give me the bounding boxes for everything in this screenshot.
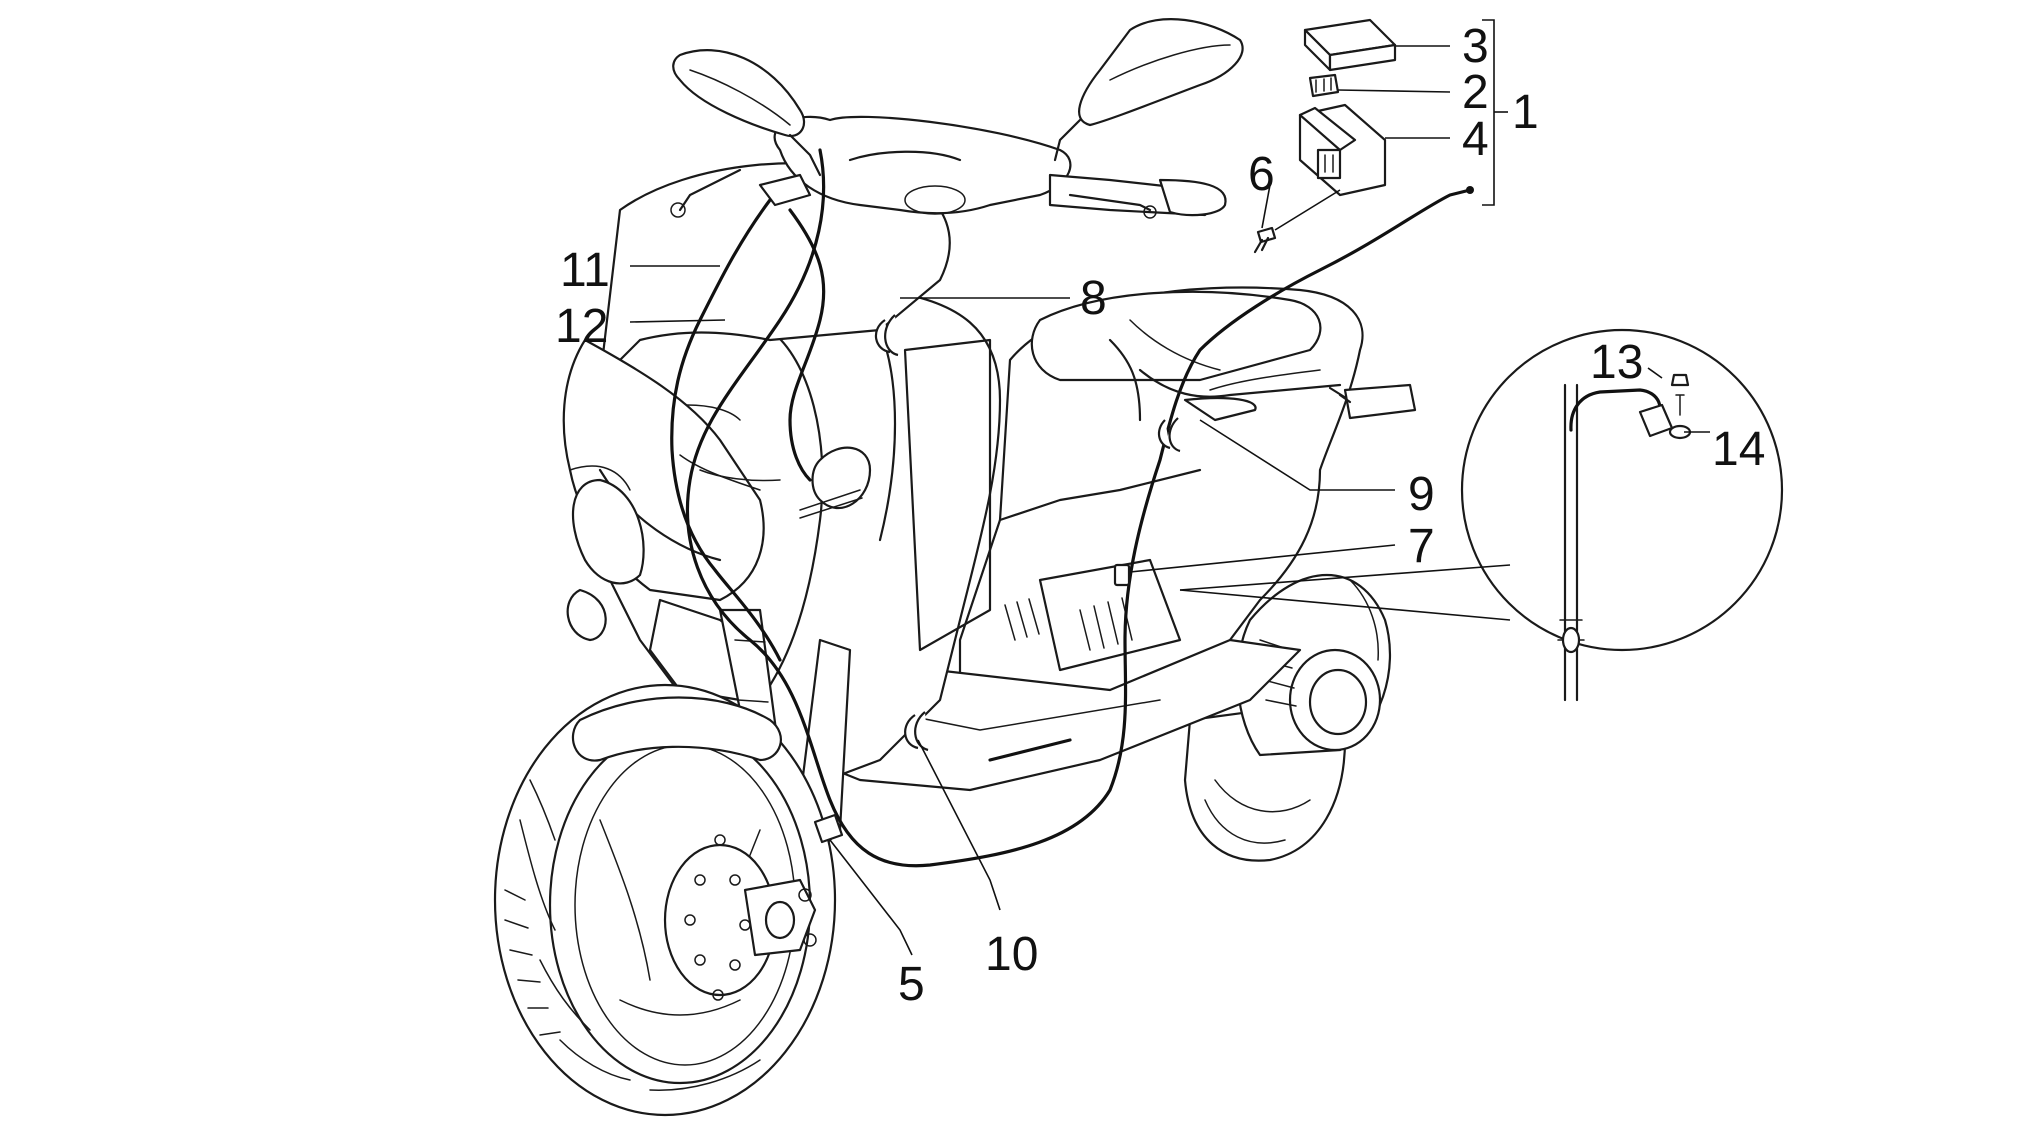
detail-inset xyxy=(1460,328,1784,702)
headlight-cluster xyxy=(566,465,762,702)
callout-8: 8 xyxy=(1080,272,1107,325)
callout-5: 5 xyxy=(898,958,925,1011)
callout-12: 12 xyxy=(555,300,608,353)
cable-end-actuator xyxy=(1328,383,1417,420)
callout-10: 10 xyxy=(985,928,1038,981)
callout-13: 13 xyxy=(1590,336,1643,389)
part-4-fuse-box xyxy=(1298,103,1387,197)
callout-6: 6 xyxy=(1248,148,1275,201)
cable-routing xyxy=(670,148,1472,868)
callout-3: 3 xyxy=(1462,20,1489,73)
part-3-cover xyxy=(1303,18,1397,72)
callout-1: 1 xyxy=(1512,86,1539,139)
callout-11: 11 xyxy=(560,244,610,297)
leader-lines xyxy=(629,19,1710,956)
part-2-fuse xyxy=(1308,73,1340,98)
callout-2: 2 xyxy=(1462,66,1489,119)
rear-body xyxy=(958,286,1364,772)
callout-7: 7 xyxy=(1408,520,1435,573)
cable-clips xyxy=(813,314,1181,844)
right-mirror xyxy=(1053,18,1244,162)
part-6-screw xyxy=(1253,226,1277,254)
front-wheel xyxy=(493,683,837,1117)
callout-labels: 3 2 1 4 6 11 12 8 13 14 9 7 10 5 xyxy=(555,20,1765,1011)
callout-14: 14 xyxy=(1712,423,1765,476)
callout-4: 4 xyxy=(1462,113,1489,166)
callout-9: 9 xyxy=(1408,468,1435,521)
left-mirror xyxy=(672,49,822,177)
handlebar-assembly xyxy=(670,115,1227,219)
